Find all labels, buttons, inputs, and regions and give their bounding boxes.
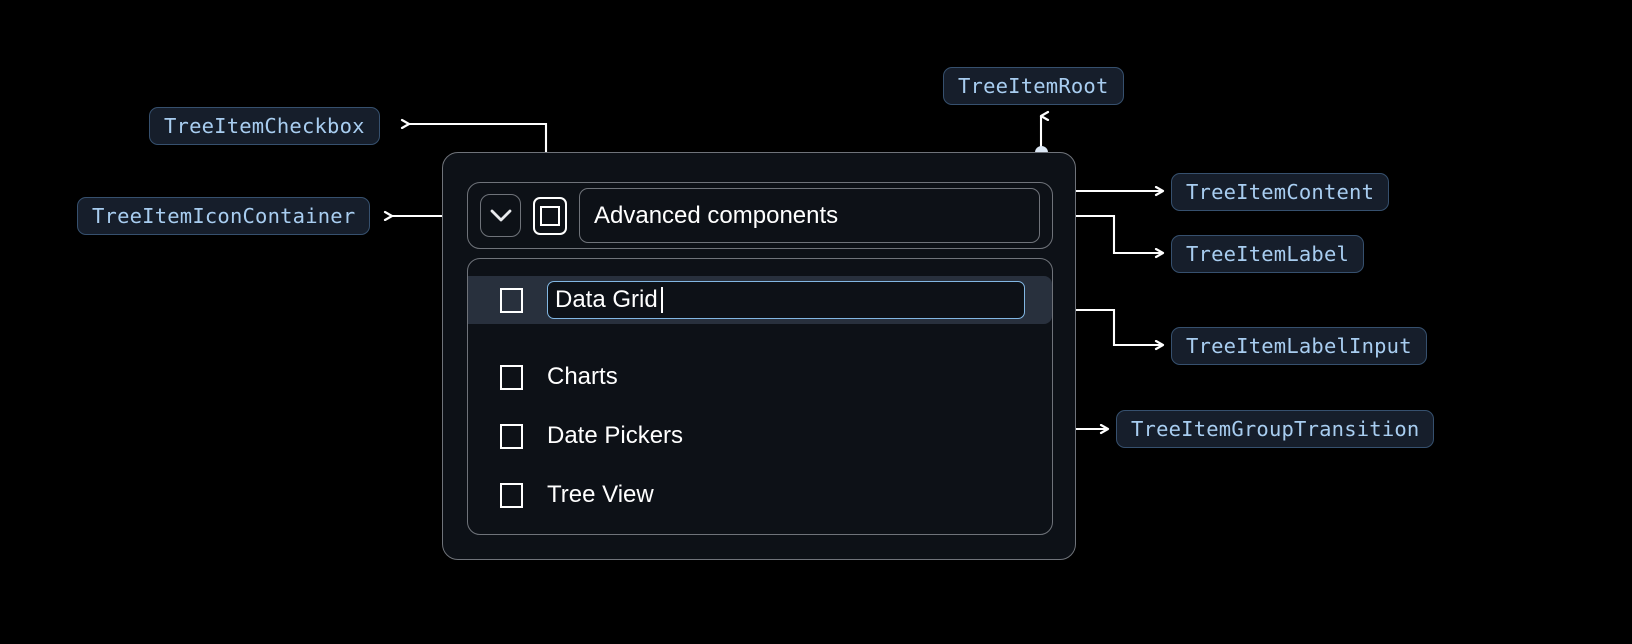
tree-item-label-tree-view: Tree View (547, 481, 654, 508)
annotation-chip-tree-item-icon-container: TreeItemIconContainer (77, 197, 371, 235)
tree-item-child-tree-view[interactable]: Tree View (468, 472, 1052, 518)
tree-item-label-input[interactable]: Data Grid (547, 281, 1025, 319)
tree-item-child-data-grid[interactable]: Data Grid (468, 276, 1052, 324)
tree-item-content[interactable]: Advanced components (467, 182, 1053, 249)
tree-item-icon-container[interactable] (480, 194, 521, 237)
annotation-chip-tree-item-checkbox: TreeItemCheckbox (149, 107, 380, 145)
tree-item-checkbox[interactable] (533, 196, 567, 235)
annotation-chip-tree-item-content: TreeItemContent (1171, 173, 1390, 211)
annotation-chip-tree-item-label: TreeItemLabel (1171, 235, 1365, 273)
annotation-chip-tree-item-label-input: TreeItemLabelInput (1171, 327, 1427, 365)
checkbox-indeterminate-mark (540, 205, 560, 226)
tree-item-checkbox-charts[interactable] (500, 364, 523, 390)
tree-item-child-date-pickers[interactable]: Date Pickers (468, 413, 1052, 459)
tree-item-checkbox-date-pickers[interactable] (500, 423, 523, 449)
tree-item-child-charts[interactable]: Charts (468, 354, 1052, 400)
annotation-chip-tree-item-root: TreeItemRoot (943, 67, 1124, 105)
annotation-chip-tree-item-group-transition: TreeItemGroupTransition (1116, 410, 1435, 448)
tree-item-label[interactable]: Advanced components (579, 188, 1040, 243)
tree-item-group-transition: Data Grid Charts Date Pickers Tree View (467, 258, 1053, 535)
tree-item-label-date-pickers: Date Pickers (547, 422, 684, 449)
tree-item-label-charts: Charts (547, 363, 618, 390)
tree-item-checkbox-tree-view[interactable] (500, 482, 523, 508)
tree-item-root[interactable]: Advanced components Data Grid Charts Dat… (442, 152, 1076, 560)
tree-item-checkbox-data-grid[interactable] (500, 287, 523, 313)
chevron-down-icon (490, 209, 511, 221)
text-caret (660, 287, 663, 313)
